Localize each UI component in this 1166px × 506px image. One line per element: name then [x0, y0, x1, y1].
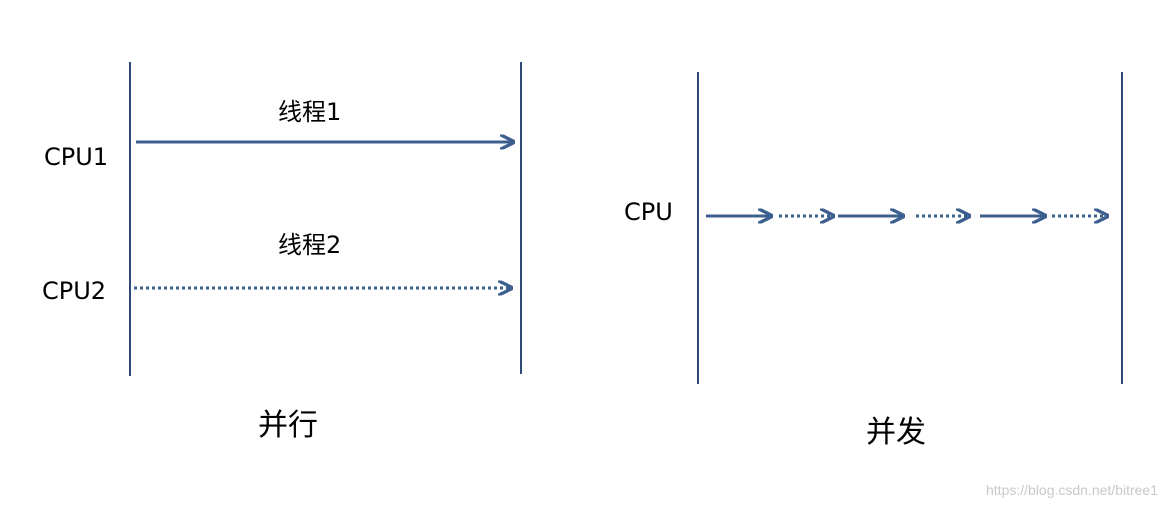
cpu2-label: CPU2: [42, 277, 107, 305]
thread1-label: 线程1: [278, 98, 342, 126]
cpu1-label: CPU1: [44, 143, 109, 171]
parallel-caption: 并行: [258, 408, 318, 443]
parallel-left-boundary: [129, 62, 131, 376]
watermark: https://blog.csdn.net/bitree1: [986, 482, 1158, 498]
concurrent-caption: 并发: [866, 415, 926, 450]
concurrent-right-boundary: [1121, 72, 1123, 384]
cpu-label: CPU: [624, 198, 673, 226]
concurrent-left-boundary: [697, 72, 699, 384]
parallel-right-boundary: [520, 62, 522, 374]
thread2-label: 线程2: [278, 231, 342, 259]
